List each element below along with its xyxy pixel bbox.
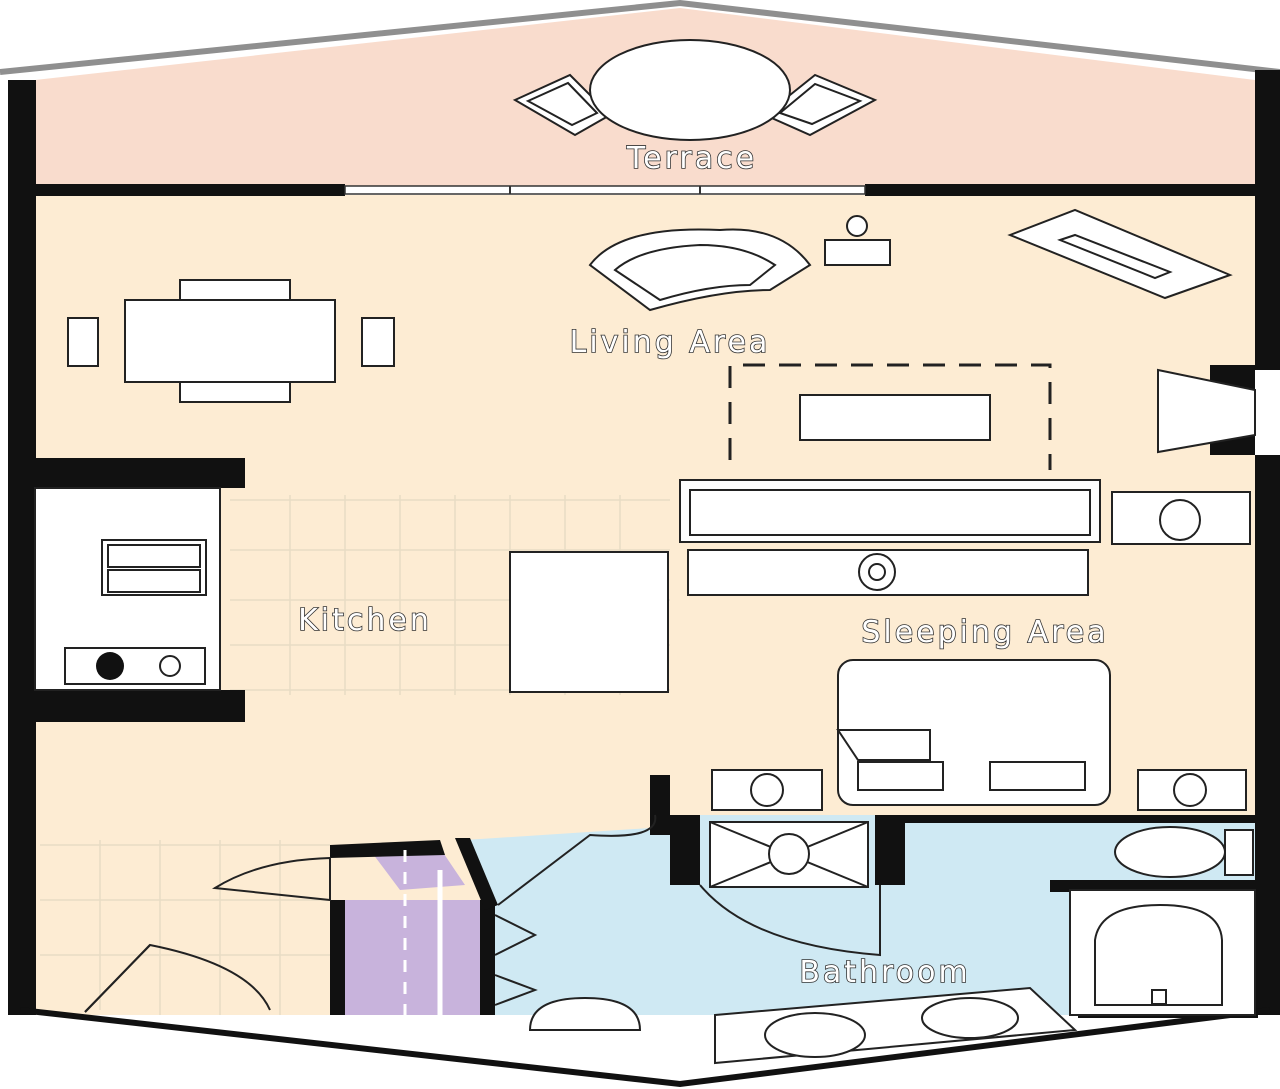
nightstand-right: [1111, 491, 1251, 545]
side-table-with-lamp: [824, 215, 891, 266]
armchair: [588, 228, 812, 312]
vanity-double-sink: [714, 986, 1078, 1065]
sofa: [679, 479, 1101, 596]
terrace-table-set: [512, 39, 878, 141]
bed: [836, 659, 1111, 806]
dining-table-set: [67, 279, 395, 403]
fireplace: [1157, 368, 1256, 454]
walls: [8, 70, 1280, 1089]
closet-door-kitchen-side[interactable]: [211, 856, 331, 902]
nightstand-far-right: [1137, 769, 1247, 811]
nightstand-left: [711, 769, 823, 811]
terrace-outline: [0, 0, 1280, 75]
entry-tiles: [40, 840, 330, 1025]
kitchen-island: [509, 551, 669, 693]
label-kitchen: Kitchen: [298, 603, 432, 638]
shower-door-swing[interactable]: [699, 884, 881, 957]
toilet: [1114, 826, 1254, 878]
bifold-doors[interactable]: [494, 914, 538, 1006]
terrace-sliding-door[interactable]: [344, 185, 866, 195]
bathtub: [1069, 889, 1256, 1016]
label-terrace: Terrace: [626, 141, 757, 176]
shower: [709, 821, 869, 888]
bench: [1007, 208, 1233, 300]
tv-console-area: [728, 363, 1052, 470]
bathroom-door[interactable]: [497, 814, 657, 906]
label-living-area: Living Area: [570, 325, 771, 360]
entry-door[interactable]: [84, 943, 271, 1013]
bathroom-stool: [528, 996, 642, 1031]
kitchen-counter: [34, 487, 221, 691]
label-sleeping-area: Sleeping Area: [861, 615, 1108, 650]
label-bathroom: Bathroom: [799, 955, 970, 990]
